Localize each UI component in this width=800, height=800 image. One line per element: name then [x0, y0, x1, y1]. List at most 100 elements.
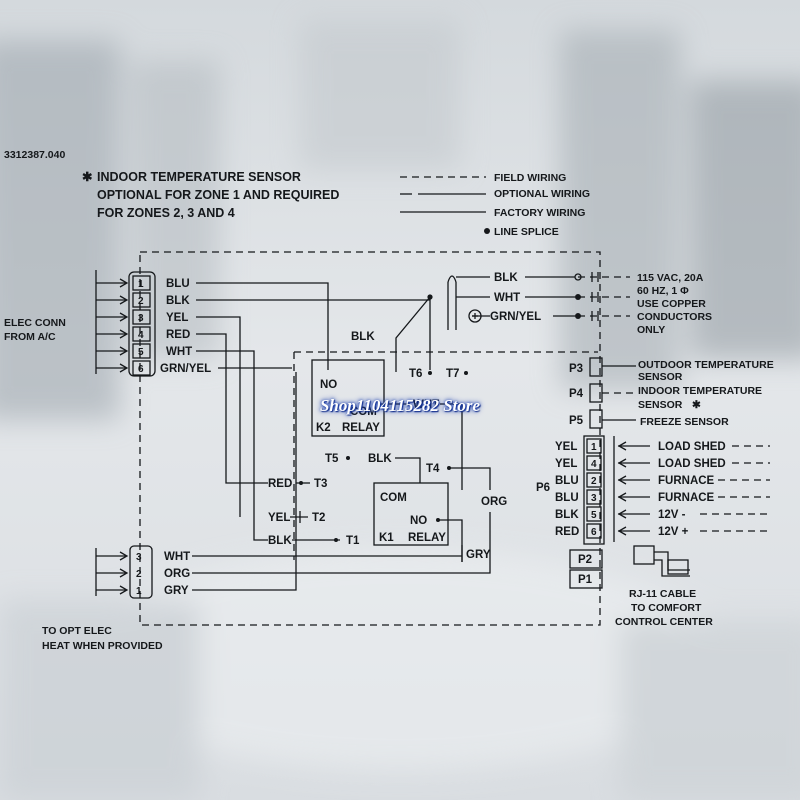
heat-wire-org: ORG: [164, 568, 190, 580]
p4-asterisk-icon: ✱: [692, 399, 701, 411]
pin-3: 3: [138, 313, 144, 324]
control-box-outline: [139, 251, 601, 626]
p6-pin-2: 2: [591, 476, 597, 487]
legend-line-splice: LINE SPLICE: [494, 226, 559, 238]
k1-relay-label: RELAY: [408, 532, 446, 544]
p6-field-arrows: [613, 436, 770, 542]
p6-desc-4: FURNACE: [658, 492, 715, 504]
p3-port: [589, 357, 603, 377]
p4-label: P4: [569, 388, 584, 400]
k2-name: K2: [316, 422, 331, 434]
sensor-note-line-3: FOR ZONES 2, 3 AND 4: [97, 206, 235, 220]
elec-conn-label-1: ELEC CONN: [4, 317, 66, 329]
board-outline: [293, 351, 598, 560]
red-label: RED: [268, 478, 292, 490]
p5-desc: FREEZE SENSOR: [640, 416, 729, 428]
heat-wire-gry: GRY: [164, 585, 189, 597]
k2-relay: [311, 359, 385, 437]
legend-optional-wiring: OPTIONAL WIRING: [494, 188, 590, 200]
p6-wire-3: BLU: [555, 475, 579, 487]
power-wire-blk: BLK: [494, 272, 518, 284]
heat-pin-3: 3: [136, 552, 142, 563]
wire-blk: BLK: [166, 295, 190, 307]
blk-label: BLK: [268, 535, 292, 547]
p6-desc-1: LOAD SHED: [658, 441, 726, 453]
gry-label: GRY: [466, 549, 491, 561]
p6-desc-2: LOAD SHED: [658, 458, 726, 470]
p5-label: P5: [569, 415, 584, 427]
p6-desc-3: FURNACE: [658, 475, 715, 487]
p6-label: P6: [536, 482, 550, 494]
p2-port: [569, 549, 603, 569]
p6-desc-5: 12V -: [658, 509, 686, 521]
rj11-label-2: TO COMFORT: [631, 602, 702, 614]
t2-label: T2: [312, 512, 325, 524]
power-label-2: 60 HZ, 1 Φ: [637, 285, 689, 297]
wire-blu: BLU: [166, 278, 190, 290]
opt-heat-connector: [129, 545, 153, 599]
sensor-note-line-2: OPTIONAL FOR ZONE 1 AND REQUIRED: [97, 188, 339, 202]
p4-desc-2: SENSOR: [638, 399, 683, 411]
p6-pins: 1 4 2 3 5 6: [586, 438, 602, 539]
t1-label: T1: [346, 535, 360, 547]
t5-label: T5: [325, 453, 339, 465]
heat-arrows: [95, 548, 129, 596]
opt-heat-label-2: HEAT WHEN PROVIDED: [42, 640, 163, 652]
power-wire-wht: WHT: [494, 292, 520, 304]
p6-wire-4: BLU: [555, 492, 579, 504]
pin-1: 1: [138, 279, 144, 290]
t5-blk-label: BLK: [368, 453, 392, 465]
pin-4: 4: [138, 330, 144, 341]
power-label-3: USE COPPER: [637, 298, 706, 310]
elec-conn-pins: 1 2 3 4 5 6: [132, 275, 151, 376]
p6-pin-6: 6: [591, 527, 597, 538]
elec-conn-connector: [128, 271, 156, 377]
p6-pin-4: 4: [591, 459, 597, 470]
yel-label: YEL: [268, 512, 290, 524]
p6-pin-3: 3: [591, 493, 597, 504]
t6-label: T6: [409, 368, 422, 380]
power-feed: [447, 272, 630, 330]
power-label-4: CONDUCTORS: [637, 311, 712, 323]
heat-wire-wht: WHT: [164, 551, 190, 563]
rj11-label-3: CONTROL CENTER: [615, 616, 713, 628]
pin-6: 6: [138, 364, 144, 375]
k2-relay-label: RELAY: [342, 422, 380, 434]
pin-2: 2: [138, 296, 144, 307]
sensor-note-line-1: INDOOR TEMPERATURE SENSOR: [97, 170, 301, 184]
heat-pin-1: 1: [136, 586, 142, 597]
power-label-5: ONLY: [637, 324, 665, 336]
p6-wire-5: BLK: [555, 509, 579, 521]
p3-label: P3: [569, 363, 583, 375]
heat-pin-2: 2: [136, 569, 142, 580]
wire-grn-yel: GRN/YEL: [160, 363, 211, 375]
k2-no: NO: [320, 379, 337, 391]
elec-conn-label-2: FROM A/C: [4, 331, 56, 343]
p6-pin-5: 5: [591, 510, 597, 521]
p1-port: [569, 569, 603, 589]
legend-field-wiring: FIELD WIRING: [494, 172, 566, 184]
p2-label: P2: [578, 554, 592, 566]
p1-label: P1: [578, 574, 593, 586]
k1-relay: [373, 482, 449, 546]
heat-wires: [192, 372, 491, 591]
splice-dot-icon: [484, 228, 490, 234]
p6-wire-6: RED: [555, 526, 579, 538]
p6-pin-1: 1: [591, 442, 597, 453]
k1-com: COM: [380, 492, 407, 504]
k1-no: NO: [410, 515, 427, 527]
t3-label: T3: [314, 478, 327, 490]
power-wire-grn-yel: GRN/YEL: [490, 311, 541, 323]
p3-desc-2: SENSOR: [638, 371, 683, 383]
p6-desc-6: 12V +: [658, 526, 689, 538]
asterisk-icon: ✱: [82, 170, 93, 184]
wire-wht: WHT: [166, 346, 192, 358]
wht-label: WHT: [413, 399, 439, 411]
p6-wire-1: YEL: [555, 441, 577, 453]
rj11-label-1: RJ-11 CABLE: [629, 588, 696, 600]
power-label-1: 115 VAC, 20A: [637, 272, 704, 284]
wire-red: RED: [166, 329, 190, 341]
p4-desc-1: INDOOR TEMPERATURE: [638, 385, 762, 397]
